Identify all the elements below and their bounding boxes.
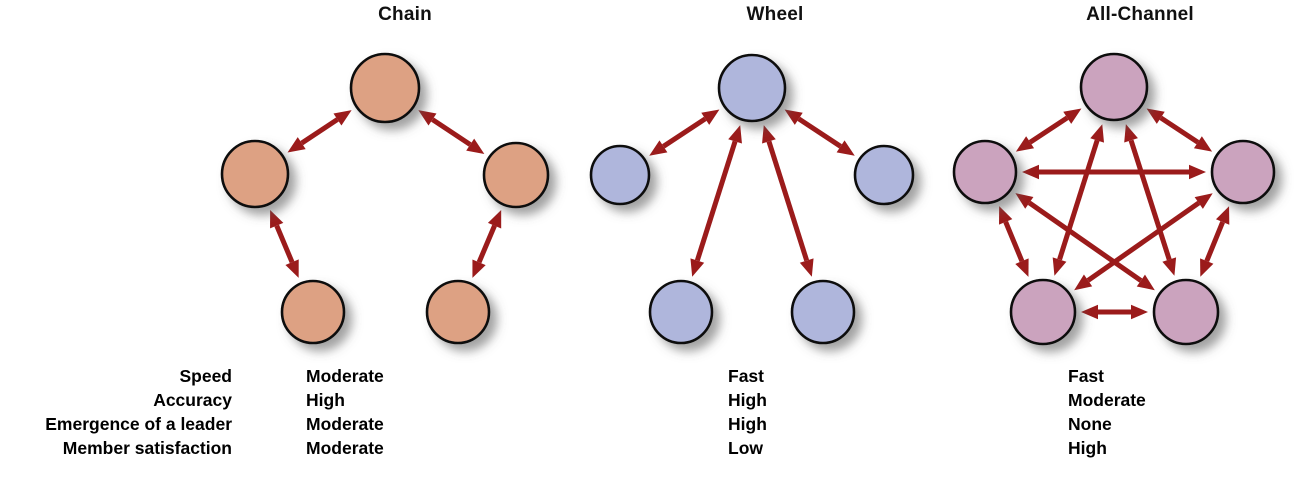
wheel-network-title: Wheel <box>746 4 804 25</box>
table-row: Accuracy High High Moderate <box>0 388 1304 412</box>
chain-node-right <box>482 141 550 209</box>
chain-value: Moderate <box>306 414 384 434</box>
attribute-label: Member satisfaction <box>62 438 232 458</box>
chain-node-bottom-right <box>425 279 491 345</box>
arrow-chain <box>472 209 502 278</box>
all-channel-value: High <box>1068 438 1107 458</box>
arrow-all-channel <box>1200 206 1230 277</box>
arrow-all-channel <box>1052 124 1105 276</box>
wheel-value: Fast <box>728 366 764 386</box>
attribute-label: Speed <box>179 366 232 386</box>
all-channel-value: None <box>1068 414 1112 434</box>
table-row: Emergence of a leader Moderate High None <box>0 412 1304 436</box>
arrow-all-channel <box>1022 164 1206 180</box>
wheel-node-left <box>589 144 651 206</box>
chain-value: High <box>306 390 345 410</box>
arrow-all-channel <box>1015 108 1082 152</box>
all-channel-value: Fast <box>1068 366 1104 386</box>
arrow-chain <box>287 110 352 153</box>
nodes-layer <box>220 52 1276 346</box>
arrow-all-channel <box>1081 304 1148 320</box>
wheel-node-right <box>853 144 915 206</box>
attribute-label: Accuracy <box>153 390 232 410</box>
arrow-all-channel <box>1124 124 1177 276</box>
comparison-table: Speed Moderate Fast Fast Accuracy High H… <box>0 364 1304 477</box>
arrow-chain <box>418 110 485 154</box>
arrow-wheel <box>762 125 814 277</box>
wheel-node-bottom-left <box>648 279 714 345</box>
chain-node-bottom-left <box>280 279 346 345</box>
arrow-wheel <box>690 125 742 277</box>
wheel-node-bottom-right <box>790 279 856 345</box>
arrow-chain <box>270 209 299 278</box>
arrow-wheel <box>649 109 720 156</box>
arrow-all-channel <box>1074 193 1213 291</box>
all-channel-node-bottom-right <box>1152 278 1220 346</box>
edges-layer <box>270 108 1230 320</box>
all-channel-node-left <box>952 139 1018 205</box>
all-channel-value: Moderate <box>1068 390 1146 410</box>
chain-node-top <box>349 52 421 124</box>
wheel-value: High <box>728 390 767 410</box>
all-channel-node-bottom-left <box>1009 278 1077 346</box>
attribute-label: Emergence of a leader <box>45 414 232 434</box>
all-channel-node-top <box>1079 52 1149 122</box>
chain-node-left <box>220 139 290 209</box>
table-row: Member satisfaction Moderate Low High <box>0 436 1304 460</box>
chain-value: Moderate <box>306 366 384 386</box>
wheel-value: Low <box>728 438 763 458</box>
chain-network-title: Chain <box>378 4 432 25</box>
all-channel-node-right <box>1210 139 1276 205</box>
arrow-all-channel <box>999 206 1029 277</box>
arrow-all-channel <box>1015 193 1155 291</box>
wheel-value: High <box>728 414 767 434</box>
all-channel-network-title: All-Channel <box>1086 4 1194 25</box>
arrow-wheel <box>784 109 855 156</box>
wheel-node-hub <box>717 53 787 123</box>
chain-value: Moderate <box>306 438 384 458</box>
table-row: Speed Moderate Fast Fast <box>0 364 1304 388</box>
arrow-all-channel <box>1146 108 1213 152</box>
